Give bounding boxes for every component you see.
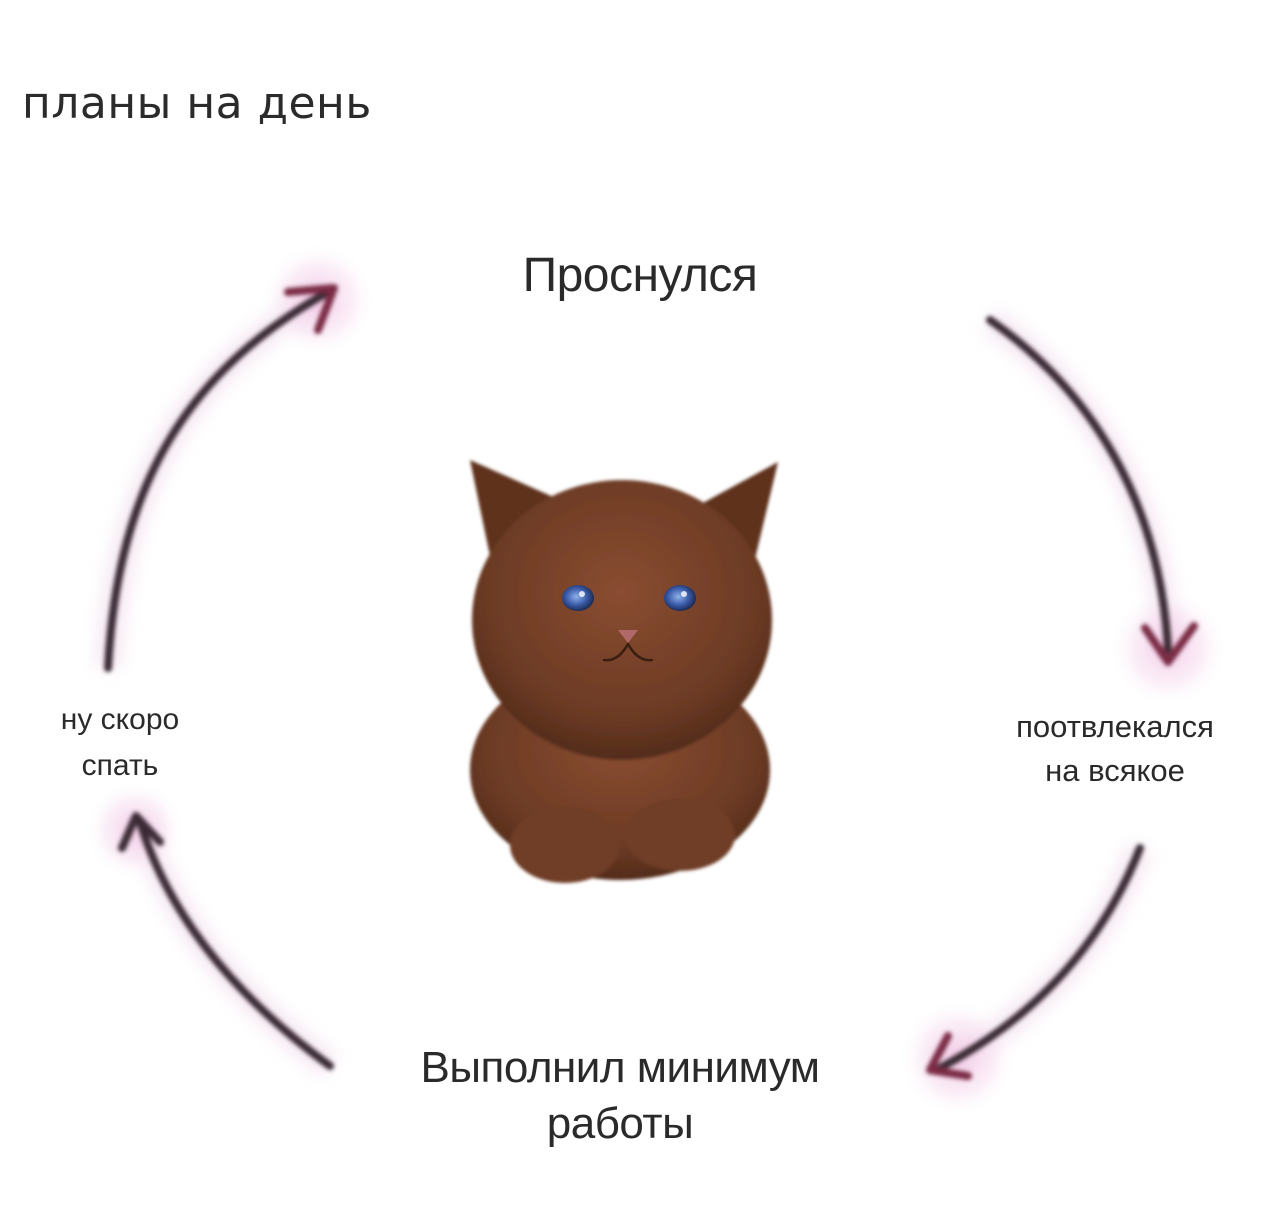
edge-sleep-to-woke [104,284,338,672]
kitten-icon [470,460,778,883]
kitten-eye-right [664,585,696,611]
node-sleep-line-1: ну скоро [60,703,180,736]
kitten-eye-left [562,585,594,611]
node-woke-line: Проснулся [522,249,758,302]
kitten-ear-right [690,462,778,580]
node-sleep: ну скоро спать [10,697,230,789]
node-distracted-line-2: на всякое [1045,753,1185,788]
edge-distracted-to-minimum [926,844,1144,1080]
kitten-paw-left [510,807,620,883]
kitten-head [472,480,772,760]
glow-left [85,780,185,880]
kitten-mouth [602,642,654,662]
node-woke: Проснулся [440,248,840,303]
edge-minimum-to-sleep [118,812,334,1070]
node-minimum-line-1: Выполнил минимум [420,1043,820,1092]
node-distracted-line-1: поотвлекался [1016,709,1214,744]
node-distracted: поотвлекался на всякое [960,705,1270,793]
node-minimum-line-2: работы [546,1099,694,1148]
kitten-paw-right [625,799,735,871]
node-minimum: Выполнил минимум работы [370,1040,870,1152]
node-sleep-line-2: спать [81,749,159,782]
edge-woke-to-distracted [986,316,1198,666]
kitten-nose [618,630,638,643]
page-title: планы на день [22,78,372,129]
